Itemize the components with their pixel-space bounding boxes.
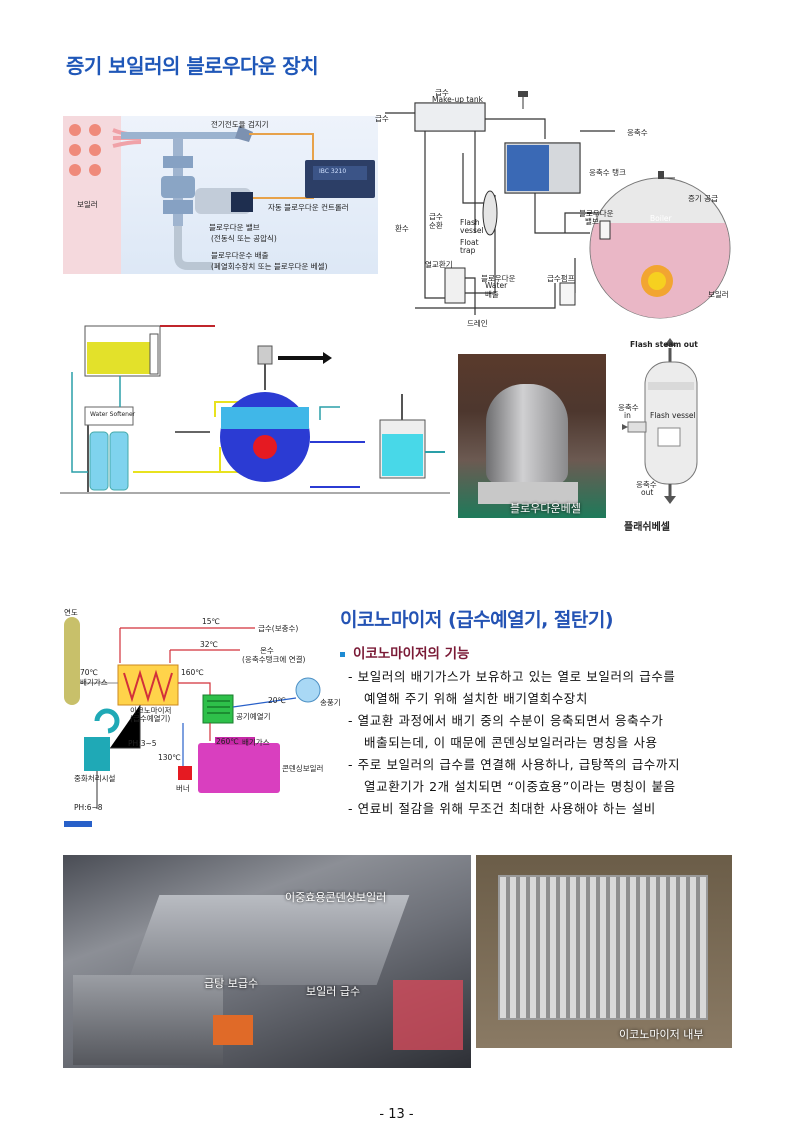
hot-water-supply-label: 급탕 보급수 [204, 977, 259, 990]
makeup-feed-label: 급수 [435, 88, 449, 97]
boiler-en-label: Boiler [650, 214, 672, 223]
blowdown-vessel-caption: 블로우다운베셀 [510, 502, 581, 515]
exhaust-label: 배기가스 [80, 678, 108, 687]
water-softener-label: Water Softener [90, 411, 136, 418]
float-trap-sub-label: trap [460, 246, 476, 255]
blowdown-discharge-label: 배출 [485, 290, 499, 299]
condensing-boiler-label: 콘덴싱보일러 [282, 764, 324, 773]
economizer-diagram-graphic [64, 617, 321, 827]
boiler-kr-label: 보일러 [708, 290, 729, 299]
blowdown-diagram: 전기전도율 검지기 보일러 블로우다운 밸브 (전동식 또는 공압식) 자동 블… [63, 116, 378, 274]
economizer-title: 이코노마이저 (급수예열기, 절탄기) [340, 609, 614, 631]
blowdown-drain-dest-label: (폐열회수장치 또는 블로우다운 베셀) [211, 262, 328, 271]
boiler-feed-label: 보일러 급수 [306, 985, 361, 998]
neutralizer-label: 중화처리시설 [74, 774, 116, 783]
heat-exchanger-label: 열교환기 [425, 260, 453, 269]
feed-circulation-label: 급수 [429, 212, 443, 221]
blowdown-valve-label: 블로우다운 [579, 209, 614, 218]
page-title: 증기 보일러의 블로우다운 장치 [66, 54, 319, 78]
bullet-line: - 열교환 과정에서 배기 중의 수분이 응축되면서 응축수가 [348, 713, 664, 728]
exhaust2-label: 배기가스 [242, 738, 270, 747]
bullet-line: - 연료비 절감을 위해 무조건 최대한 사용해야 하는 설비 [348, 801, 656, 816]
economizer-subtitle-text: 이코노마이저의 기능 [353, 646, 470, 662]
economizer-inside-photo: 이코노마이저 내부 [476, 855, 732, 1048]
feed-circulation-sub-label: 순환 [429, 221, 443, 230]
return-label: 환수 [395, 224, 409, 233]
warm-water-note-label: (응축수탱크에 연결) [242, 655, 306, 664]
blowdown-vessel-photo: 블로우다운베셀 [458, 354, 606, 518]
blowdown-water-en-label: Water [485, 281, 508, 290]
economizer-subtitle: 이코노마이저의 기능 [340, 642, 469, 662]
fan-label: 송풍기 [320, 698, 341, 707]
air-preheater-label: 공기예열기 [236, 712, 271, 721]
flash-vessel-diagram: Flash steam out 응축수 in Flash vessel 응축수 … [610, 338, 735, 533]
feed-in-label: 급수 [375, 114, 389, 123]
condensate-tank-label: 응축수 탱크 [589, 168, 626, 177]
temp-160-label: 160℃ [181, 668, 204, 677]
temp-130-label: 130℃ [158, 753, 181, 762]
condensate-in-sub-label: in [624, 411, 631, 420]
double-effect-label: 이중효용콘덴싱보일러 [285, 891, 387, 904]
ph-6-8-label: PH:6~8 [74, 803, 103, 812]
blowdown-drain-label: 블로우다운수 배출 [211, 251, 269, 260]
bullet-line: 예열해 주기 위해 설치한 배기열회수장치 [364, 691, 588, 706]
makeup-tank-label: Make-up tank [432, 95, 483, 104]
blowdown-valve-sub-label: 밸브 [585, 217, 599, 226]
bullet-line: - 주로 보일러의 급수를 연결해 사용하나, 급탕쪽의 급수까지 [348, 757, 681, 772]
blowdown-diagram-graphic [63, 116, 375, 274]
heat-recovery-diagram-graphic [385, 91, 731, 319]
temp-15-label: 15℃ [202, 617, 220, 626]
float-trap-label: Float [460, 238, 479, 247]
auto-controller-label: 자동 블로우다운 컨트롤러 [268, 203, 349, 212]
burner-label: 버너 [176, 784, 190, 793]
chimney-label: 연도 [64, 608, 78, 617]
bullet-square-icon [340, 651, 345, 657]
blowdown-valve-label: 블로우다운 밸브 [209, 223, 260, 232]
controller-screen-text: IBC 3210 [319, 168, 347, 175]
drain-label: 드레인 [467, 319, 488, 328]
blowdown-valve-type-label: (전동식 또는 공압식) [211, 234, 277, 243]
boiler-system-schematic-graphic [60, 325, 450, 494]
boiler-label: 보일러 [77, 200, 98, 209]
economizer-sub-label: (급수예열기) [130, 714, 171, 723]
temp-260-label: 260℃ [216, 737, 239, 746]
flash-vessel-graphic [622, 338, 698, 504]
ph-3-5-label: PH:3~5 [128, 739, 157, 748]
feed-pump-label: 급수펌프 [547, 274, 575, 283]
temp-70-label: 70℃ [80, 668, 98, 677]
temp-32-label: 32℃ [200, 640, 218, 649]
warm-water-label: 온수 [260, 646, 274, 655]
economizer-inside-caption: 이코노마이저 내부 [619, 1028, 704, 1041]
blowdown-water-label: 블로우다운 [481, 274, 516, 283]
condensate-label: 응축수 [627, 128, 648, 137]
flash-steam-out-label: Flash steam out [630, 340, 698, 349]
condensate-in-label: 응축수 [618, 403, 639, 412]
flash-vessel-label: Flash vessel [650, 411, 696, 420]
bullet-line: 배출되는데, 이 때문에 콘덴싱보일러라는 명칭을 사용 [364, 735, 658, 750]
economizer-diagram: 연도 15℃ 급수(보충수) 32℃ 온수 (응축수탱크에 연결) 70℃ 배기… [60, 603, 341, 828]
condensate-out-sub-label: out [641, 488, 654, 497]
flash-vessel-sub-label: vessel [460, 226, 484, 235]
bullet-line: 열교환기가 2개 설치되면 “이중효용”이라는 명칭이 붙음 [364, 779, 676, 794]
flash-vessel-label: Flash [460, 218, 480, 227]
bullet-line: - 보일러의 배기가스가 보유하고 있는 열로 보일러의 급수를 [348, 669, 676, 684]
heat-recovery-diagram: 급수 Make-up tank 급수 응축수 응축수 탱크 증기 공급 블로우다… [375, 83, 737, 330]
feed-water-label: 급수(보충수) [258, 624, 299, 633]
economizer-label: 이코노마이저 [130, 706, 172, 715]
page-number: - 13 - [379, 1107, 414, 1122]
conductivity-sensor-label: 전기전도율 검지기 [211, 120, 269, 129]
boiler-system-schematic: Water Softener [60, 312, 450, 497]
flash-vessel-caption: 플래쉬베셀 [624, 522, 670, 533]
economizer-bullets: - 보일러의 배기가스가 보유하고 있는 열로 보일러의 급수를 예열해 주기 … [348, 666, 743, 820]
steam-supply-label: 증기 공급 [688, 194, 718, 203]
condensate-out-label: 응축수 [636, 480, 657, 489]
condensing-boiler-photo: 이중효용콘덴싱보일러 급탕 보급수 보일러 급수 [63, 855, 471, 1068]
temp-20-label: 20℃ [268, 696, 286, 705]
